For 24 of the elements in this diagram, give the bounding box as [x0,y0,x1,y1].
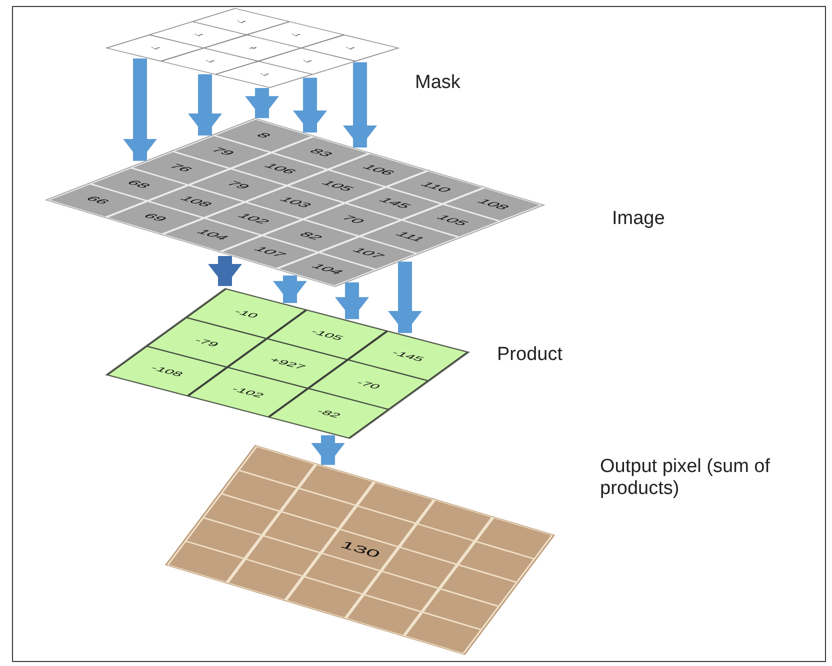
layer-label: Output pixel (sum of products) [600,456,772,500]
block-arrow [388,262,422,334]
grid-cell: -10 [186,288,306,339]
layer-label: Product [497,344,564,366]
block-arrow [188,74,222,136]
block-arrow [245,88,279,118]
grid-cell: -102 [188,367,308,418]
block-arrow [311,435,345,465]
grid-cell: 130 [321,529,399,571]
layer-label: Image [612,208,666,230]
grid-cell: -145 [348,331,468,381]
block-arrow [123,58,157,161]
grid-cell: -82 [268,388,389,438]
grid-cell: -70 [308,360,429,410]
layer-label: Mask [415,72,462,94]
grid-cell: -105 [266,310,388,360]
grid-cell: -108 [106,346,228,396]
block-arrow [273,276,307,303]
block-arrow [335,282,369,320]
grid-cell: +927 [227,338,348,388]
block-arrow [208,256,242,286]
grid-cell: -79 [146,317,267,368]
block-arrow [293,78,327,132]
block-arrow [343,62,377,148]
